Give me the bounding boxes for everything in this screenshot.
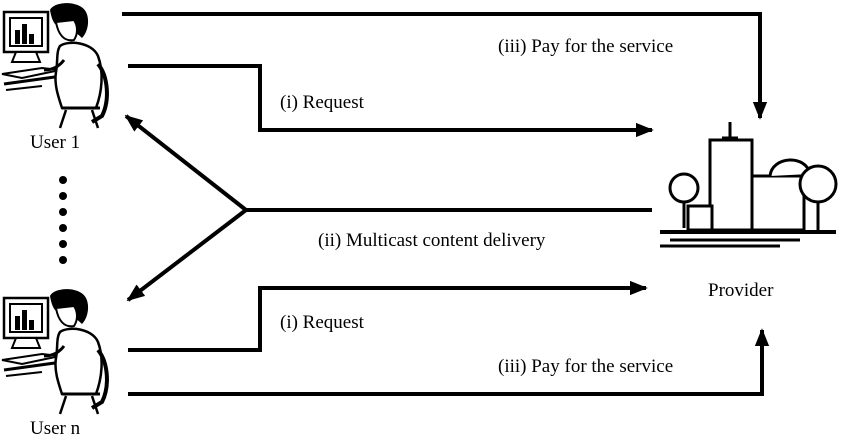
pay-bottom-label: (iii) Pay for the service xyxy=(498,356,674,378)
request-top-label: (i) Request xyxy=(280,92,364,114)
request-bottom-arrow xyxy=(128,280,648,352)
request-top-arrow xyxy=(128,64,654,138)
user1-label: User 1 xyxy=(30,132,81,154)
ellipsis-dots xyxy=(59,176,67,264)
multicast-to-user1-arrow xyxy=(124,114,248,212)
user1-icon xyxy=(0,1,109,130)
multicast-label: (ii) Multicast content delivery xyxy=(318,230,546,252)
pay-bottom-arrow xyxy=(128,328,770,396)
request-bottom-label: (i) Request xyxy=(280,312,364,334)
provider-building-icon xyxy=(658,120,838,248)
usern-icon xyxy=(0,287,109,416)
usern-label: User n xyxy=(30,418,81,440)
pay-top-label: (iii) Pay for the service xyxy=(498,36,674,58)
provider-label: Provider xyxy=(708,280,774,301)
multicast-to-usern-arrow xyxy=(126,208,248,302)
pay-top-arrow xyxy=(122,12,768,120)
